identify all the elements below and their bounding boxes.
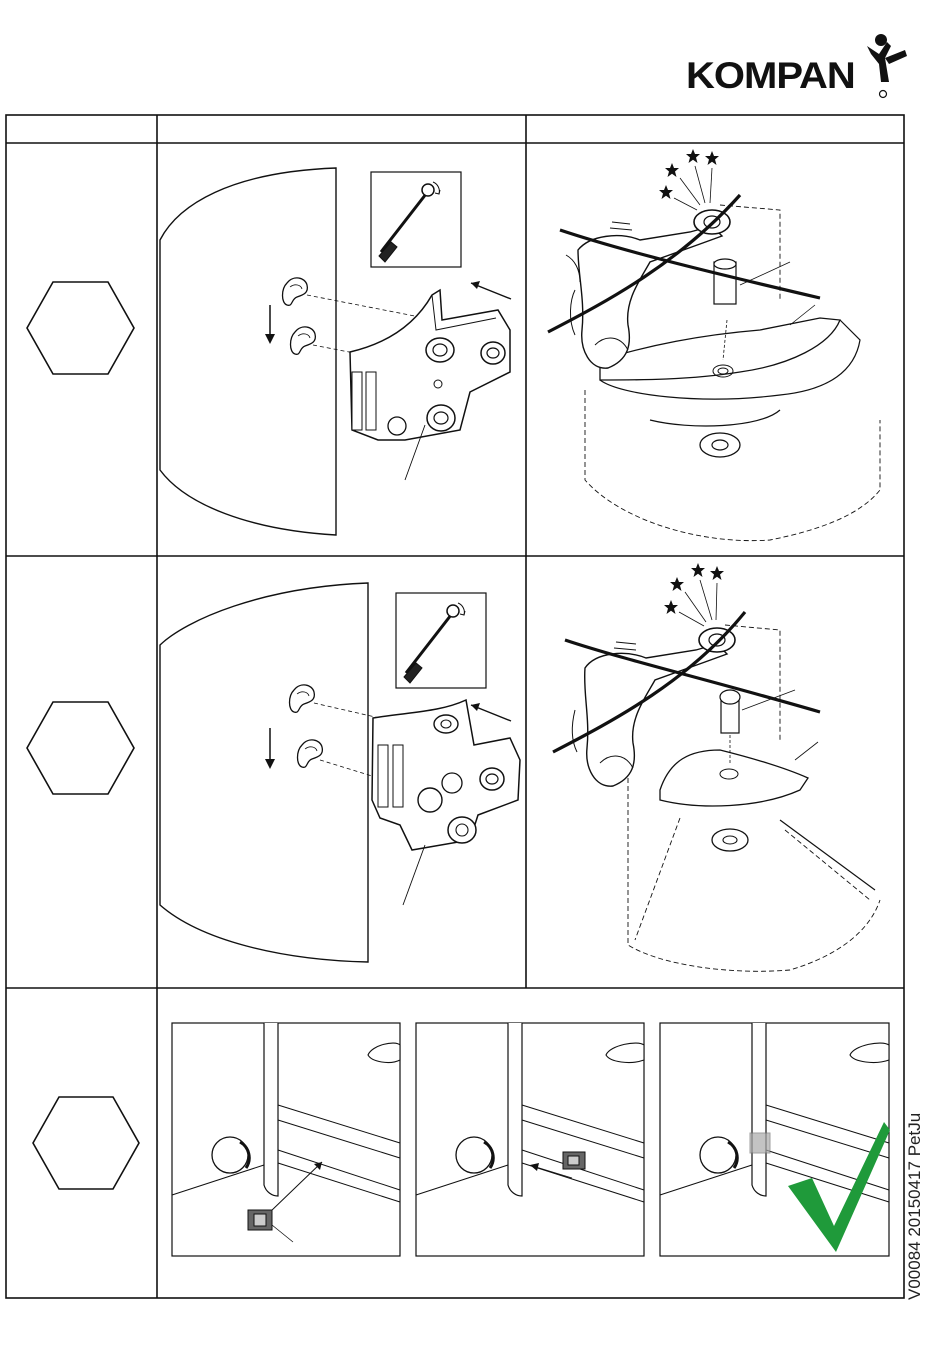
document-code: V00084 20150417 PetJu xyxy=(905,1000,935,1300)
star-icon xyxy=(691,563,705,577)
step1-tighten-illustration xyxy=(548,149,880,541)
detail-panel-insert-clip xyxy=(172,1023,400,1256)
hexagon-icon xyxy=(33,1097,139,1189)
star-icon xyxy=(670,577,684,591)
detail-panel-done xyxy=(660,1023,890,1256)
ratchet-wrench-icon xyxy=(371,172,461,267)
step2-tighten-illustration xyxy=(553,563,880,971)
star-icon xyxy=(665,163,679,177)
hexagon-icon xyxy=(27,282,134,374)
star-icon xyxy=(659,185,673,199)
step1-bracket-illustration xyxy=(160,168,511,535)
star-icon xyxy=(664,600,678,614)
star-icon xyxy=(705,151,719,165)
detail-panel-slide-clip xyxy=(416,1023,644,1256)
star-icon xyxy=(710,566,724,580)
ratchet-wrench-icon xyxy=(396,593,486,688)
step2-bracket-illustration xyxy=(160,583,520,962)
hexagon-icon xyxy=(27,702,134,794)
step3-detail-panels xyxy=(172,1023,890,1256)
star-icon xyxy=(686,149,700,163)
